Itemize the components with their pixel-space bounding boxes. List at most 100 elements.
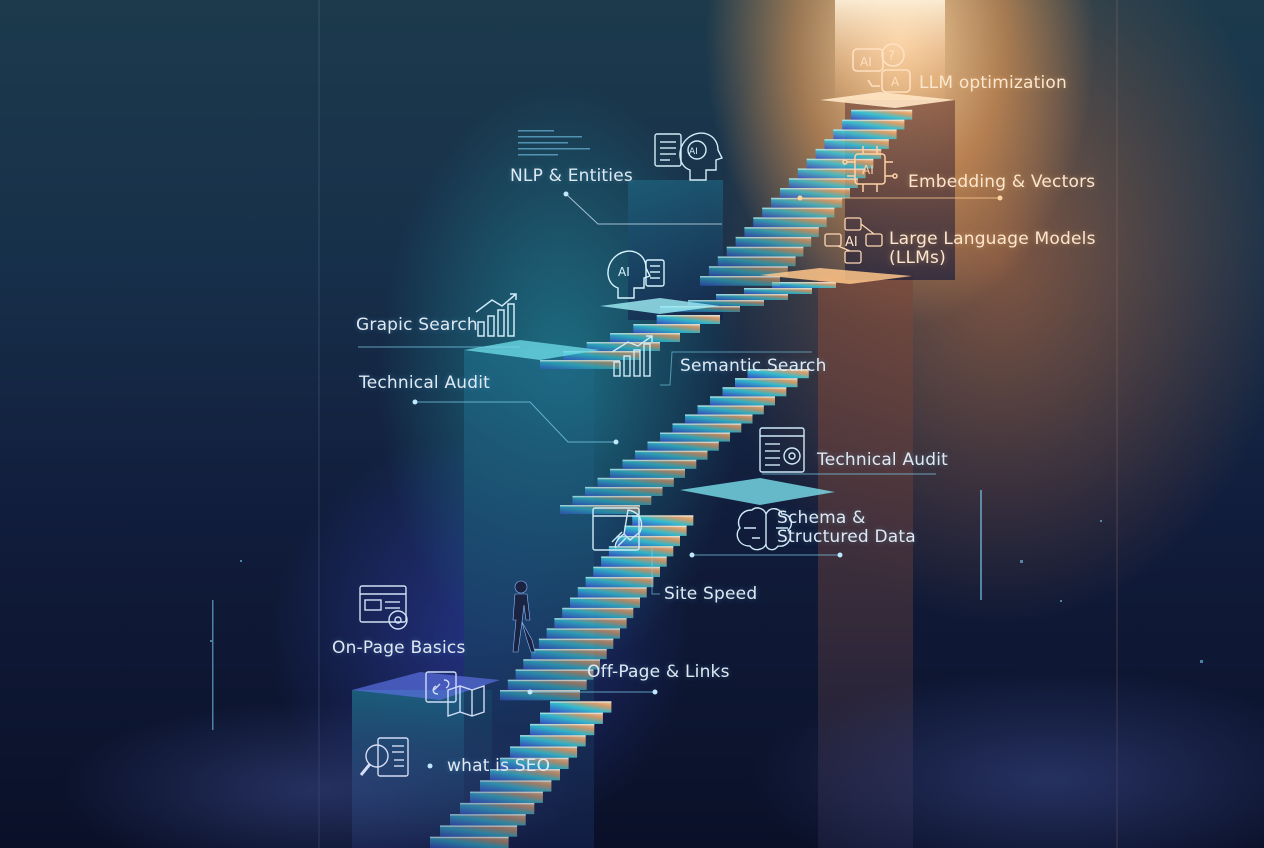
- stair-step-edge: [726, 246, 804, 249]
- stair-step-edge: [616, 535, 680, 538]
- stair-step-edge: [610, 333, 680, 335]
- stair-step-edge: [562, 607, 634, 610]
- stair-step-edge: [572, 495, 652, 498]
- bar-chart-icon: [475, 293, 517, 337]
- answer-glyph: A: [891, 75, 900, 89]
- label-nlp-entities: NLP & Entities: [510, 166, 633, 186]
- stair-step: [554, 618, 627, 629]
- stair-step: [656, 315, 720, 324]
- stair-step-edge: [563, 351, 640, 353]
- stair-step: [824, 139, 889, 149]
- stair-step: [520, 735, 586, 747]
- stair-step: [616, 535, 680, 547]
- browser-gear-icon: [359, 585, 408, 630]
- wall-column: [1116, 0, 1118, 848]
- stair-step-edge: [632, 515, 694, 517]
- label-what-is-seo: what is SEO: [447, 756, 551, 776]
- stair-step-edge: [597, 477, 674, 480]
- stair-step-edge: [744, 288, 812, 290]
- stair-step-edge: [753, 217, 827, 219]
- connector-dot: [613, 439, 619, 445]
- wall-column: [318, 0, 320, 848]
- stair-step: [540, 712, 603, 724]
- stair-step-edge: [560, 505, 640, 507]
- stair-step-edge: [833, 129, 897, 131]
- stair-step: [624, 525, 687, 536]
- stair-step: [788, 178, 858, 188]
- connector-dot: [412, 399, 418, 405]
- stair-step: [540, 360, 620, 369]
- stair-step: [700, 276, 780, 286]
- connector-dot: [837, 552, 843, 558]
- stair-step: [735, 236, 812, 247]
- stair-step: [772, 282, 836, 288]
- connector-line: [660, 351, 812, 386]
- rocket-screen-icon: [592, 507, 643, 551]
- ai-glyph: AI: [689, 147, 698, 157]
- stair-step: [660, 432, 730, 442]
- landing-upper: [600, 298, 720, 314]
- stair-step-edge: [656, 315, 720, 317]
- stair-step: [593, 566, 660, 577]
- chat-bubbles-icon: [852, 43, 911, 93]
- label-embedding-vectors: Embedding & Vectors: [908, 172, 1096, 192]
- stair-step: [531, 648, 607, 660]
- stair-step-edge: [744, 227, 819, 229]
- person-figure: [512, 580, 536, 653]
- stair-step-edge: [797, 168, 866, 170]
- dashboard-gear-icon: [759, 427, 805, 473]
- pillar-upper: [628, 180, 723, 320]
- landing-top: [820, 92, 955, 108]
- label-technical-audit-left: Technical Audit: [359, 373, 491, 393]
- connector-dot: [563, 191, 569, 197]
- stair-step-edge: [622, 459, 697, 462]
- stair-step-edge: [688, 300, 764, 302]
- stair-step: [546, 628, 620, 639]
- stair-step-edge: [851, 109, 913, 112]
- stair-step-edge: [515, 669, 594, 671]
- stair-step: [842, 119, 905, 130]
- stair-step-edge: [531, 648, 607, 651]
- stair-step: [622, 459, 697, 469]
- connector-dot: [997, 195, 1003, 201]
- stair-step: [780, 188, 850, 198]
- stair-step-edge: [633, 324, 700, 326]
- link-map-icon: [425, 671, 485, 717]
- connector-line: [651, 548, 660, 595]
- stair-step: [722, 387, 787, 397]
- stair-step-edge: [735, 378, 798, 380]
- stair-step-edge: [585, 576, 654, 579]
- stair-step: [563, 351, 640, 360]
- label-large-language-models-line2: (LLMs): [889, 248, 946, 268]
- stair-step-edge: [771, 197, 843, 200]
- stair-step-edge: [601, 556, 667, 558]
- stair-step-edge: [762, 207, 835, 210]
- stair-step: [515, 669, 594, 680]
- label-graphic-search: Grapic Search: [356, 315, 478, 335]
- stair-step: [685, 414, 753, 424]
- connector-dot: [797, 195, 803, 201]
- label-schema-structured-data: Schema & Structured Data: [777, 509, 916, 547]
- stair-step-edge: [554, 618, 627, 620]
- label-large-language-models-line1: Large Language Models: [889, 229, 1096, 249]
- stair-step: [815, 148, 882, 159]
- stair-step: [797, 168, 866, 179]
- stair-step: [585, 576, 654, 588]
- stair-step: [500, 690, 580, 701]
- stair-step: [530, 723, 595, 736]
- connector-dot: [527, 689, 533, 695]
- stair-step-edge: [577, 587, 647, 589]
- ai-head-document-icon: [654, 132, 723, 181]
- connector-line: [565, 193, 722, 225]
- label-on-page-basics: On-Page Basics: [332, 638, 466, 658]
- stair-step-edge: [520, 735, 586, 737]
- ai-chip-icon: [842, 146, 898, 192]
- stair-step-edge: [570, 597, 640, 599]
- stair-step-edge: [530, 723, 595, 726]
- stair-step: [753, 217, 827, 228]
- stair-step: [560, 505, 640, 515]
- stair-step-edge: [660, 432, 730, 434]
- stair-step-edge: [546, 628, 620, 630]
- stair-step: [632, 515, 694, 526]
- stair-step: [597, 477, 674, 487]
